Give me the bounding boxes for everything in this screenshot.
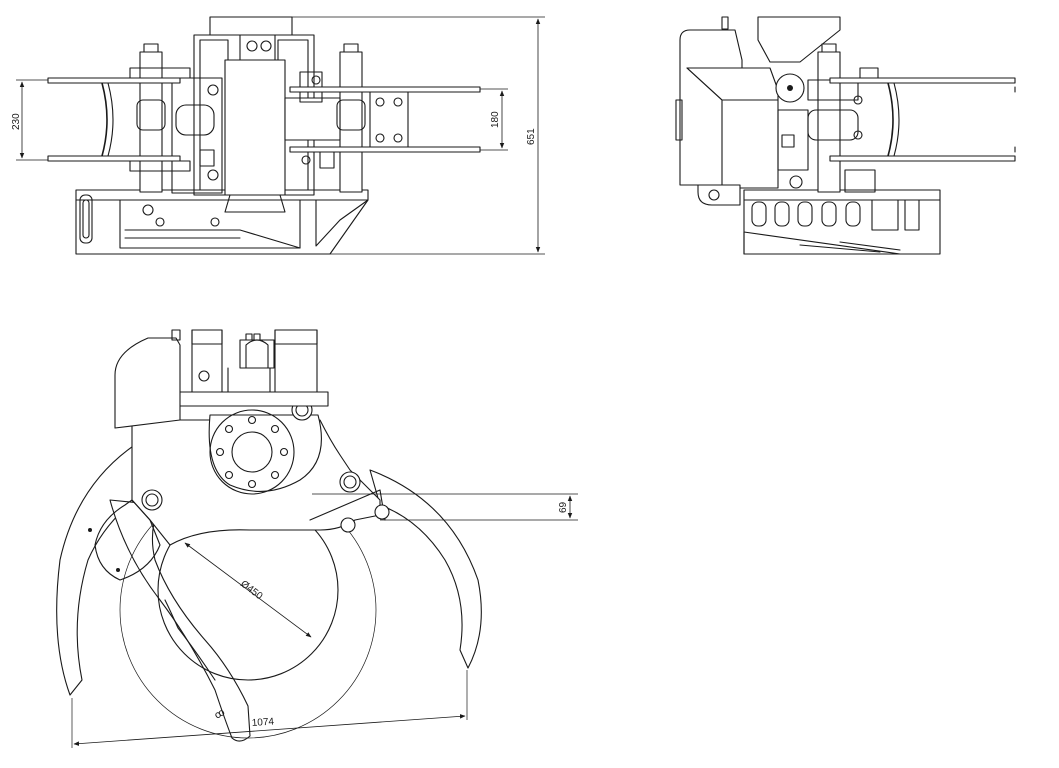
- top-dimensions: 69 Ø450 1074: [71, 493, 578, 748]
- dim-651: 651: [526, 128, 537, 145]
- dim-1074: 1074: [251, 716, 274, 729]
- dim-69: 69: [558, 501, 569, 513]
- front-view: [47, 16, 481, 255]
- dim-diameter-450: Ø450: [238, 579, 265, 603]
- side-view: [675, 16, 1016, 255]
- dim-230: 230: [11, 113, 22, 130]
- front-dimensions: 230 180 651: [11, 16, 545, 255]
- top-view: ꝏ: [56, 329, 482, 742]
- dim-180: 180: [490, 111, 501, 128]
